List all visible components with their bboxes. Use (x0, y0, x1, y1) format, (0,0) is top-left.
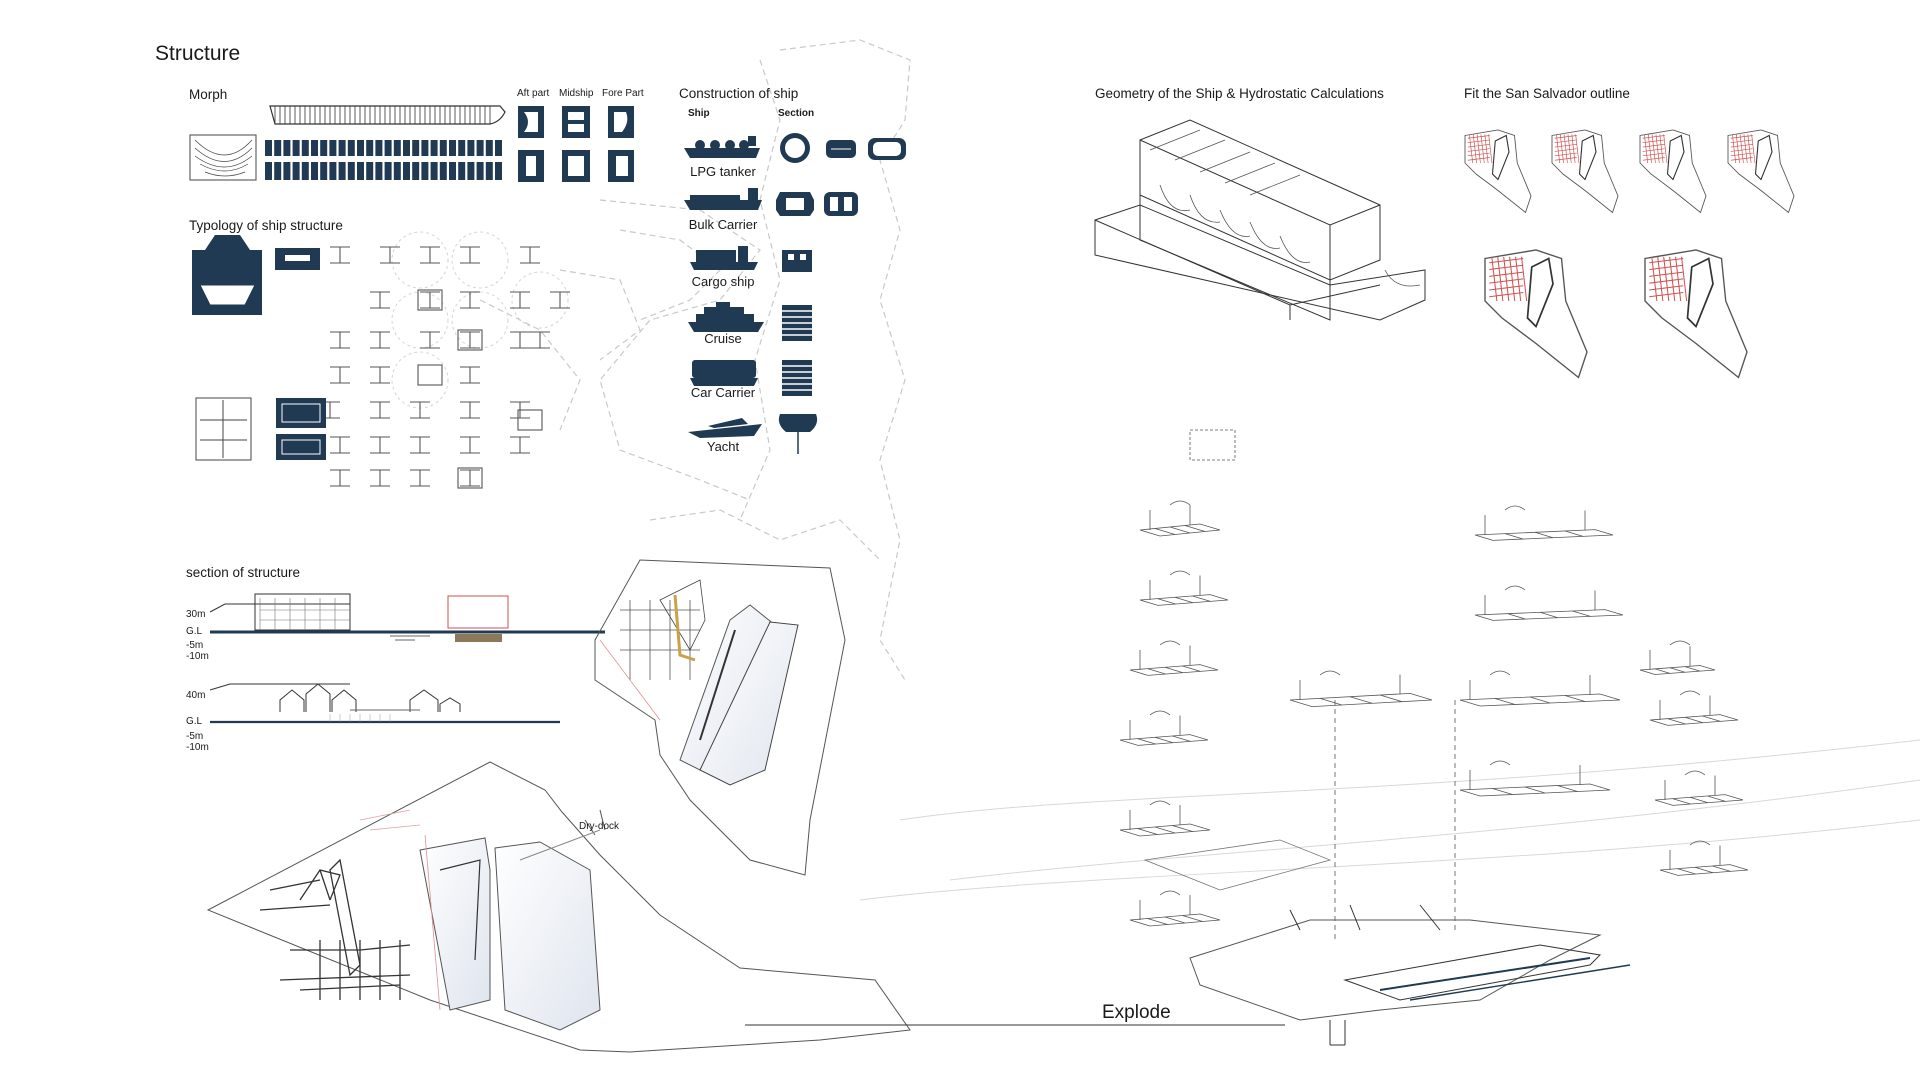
morph-grid (189, 134, 257, 181)
level-a-0: 30m (186, 609, 206, 620)
level-a-3: -10m (186, 651, 209, 662)
lpg-tanker-sections (780, 133, 906, 163)
drydock-label: Dry-dock (579, 821, 620, 832)
ship-label-cruise: Cruise (704, 331, 742, 346)
col-section-label: Section (778, 108, 815, 119)
ship-label-yacht: Yacht (706, 439, 740, 454)
typology-panel (192, 235, 570, 489)
upper-site (594, 559, 846, 876)
yacht-icon (688, 418, 762, 438)
level-b-3: -10m (186, 742, 209, 753)
construction-label: Construction of ship (679, 86, 799, 101)
exploded-axonometric (1119, 429, 1749, 940)
level-b-2: -5m (186, 731, 204, 742)
geometry-label: Geometry of the Ship & Hydrostatic Calcu… (1095, 86, 1384, 101)
bulk-carrier-sections (776, 192, 858, 216)
aft-mid-fore-sections (518, 106, 634, 182)
section-of-structure (209, 593, 605, 724)
page-title: Structure (155, 42, 241, 65)
ship-label-lpg: LPG tanker (690, 164, 756, 179)
lower-site (206, 761, 1285, 1053)
fit-outline-diagrams (1464, 129, 1795, 379)
bulk-carrier-icon (684, 188, 762, 210)
yacht-section (778, 414, 818, 454)
level-a-2: -5m (186, 640, 204, 651)
cargo-ship-icon (690, 246, 758, 270)
explode-label: Explode (1102, 1002, 1171, 1023)
cargo-ship-section (782, 250, 812, 272)
fit-label: Fit the San Salvador outline (1464, 86, 1630, 101)
aft-part-label: Aft part (517, 88, 550, 99)
car-carrier-section (782, 360, 812, 396)
cruise-section (782, 305, 812, 341)
ship-label-car: Car Carrier (690, 385, 756, 400)
car-carrier-icon (690, 360, 758, 386)
cruise-icon (688, 302, 764, 332)
fore-part-label: Fore Part (602, 88, 644, 99)
ship-geometry-diagram (1094, 119, 1426, 321)
midship-label: Midship (559, 88, 594, 99)
ship-label-cargo: Cargo ship (691, 274, 755, 289)
morph-label: Morph (189, 87, 228, 102)
construction-panel (684, 133, 906, 454)
ship-section-small (195, 397, 252, 461)
level-b-1: G.L (186, 716, 203, 727)
morph-panel (189, 105, 634, 182)
exploded-base (1189, 904, 1631, 1046)
section-label: section of structure (186, 565, 301, 580)
ship-label-bulk: Bulk Carrier (688, 217, 758, 232)
lpg-tanker-icon (684, 136, 760, 158)
typology-label: Typology of ship structure (189, 218, 343, 233)
level-b-0: 40m (186, 690, 206, 701)
col-ship-label: Ship (688, 108, 710, 119)
level-a-1: G.L (186, 626, 203, 637)
faint-lines (859, 739, 1920, 901)
